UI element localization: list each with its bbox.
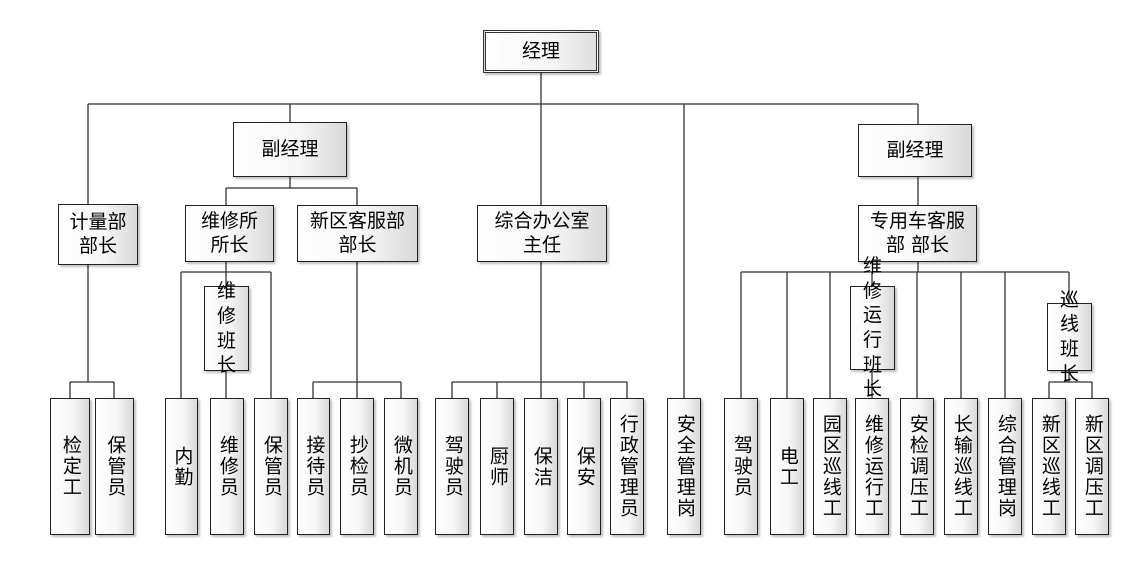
node-label: 保洁 — [530, 445, 553, 488]
node-label: 综合管理岗 — [994, 414, 1017, 519]
node-label: 检定工 — [59, 435, 82, 498]
node-label: 电工 — [776, 445, 799, 488]
node-safety-management-post: 安全管理岗 — [667, 398, 701, 535]
node-staff-inspector: 检定工 — [50, 398, 90, 535]
node-label: 长输巡线工 — [950, 414, 973, 519]
node-label: 维修运行班长 — [862, 254, 882, 401]
node-label: 副经理 — [261, 137, 319, 160]
node-label: 接待员 — [303, 435, 326, 498]
node-label: 驾驶员 — [441, 435, 464, 498]
node-label: 副经理 — [886, 138, 944, 161]
node-team-leader-line-patrol: 巡线班长 — [1047, 289, 1092, 385]
node-staff-repairman: 维修员 — [210, 398, 244, 535]
node-staff-receptionist: 接待员 — [297, 398, 330, 535]
node-deputy-left: 副经理 — [233, 122, 347, 177]
node-dept-metering: 计量部 部长 — [58, 204, 138, 265]
node-label: 综合办公室 主任 — [494, 209, 590, 256]
node-deputy-right: 副经理 — [858, 124, 972, 177]
node-staff-maintenance-operator: 维修运行工 — [855, 398, 889, 535]
node-staff-computer-operator: 微机员 — [384, 398, 418, 535]
node-dept-repair: 维修所 所长 — [185, 205, 274, 262]
node-staff-long-distance-line-patroller: 长输巡线工 — [944, 398, 978, 535]
node-staff-cleaner: 保洁 — [524, 398, 558, 535]
node-staff-new-district-line-patroller: 新区巡线工 — [1032, 398, 1066, 535]
node-dept-special-vehicle-service: 专用车客服 部 部长 — [858, 205, 977, 262]
node-team-leader-repair: 维修班长 — [204, 280, 249, 376]
node-label: 保安 — [573, 445, 596, 488]
node-staff-park-line-patroller: 园区巡线工 — [813, 398, 847, 535]
node-label: 驾驶员 — [730, 435, 753, 498]
node-staff-new-district-pressure-regulator: 新区调压工 — [1075, 398, 1109, 535]
node-label: 新区调压工 — [1081, 414, 1104, 519]
node-label: 行政管理员 — [616, 414, 639, 519]
node-label: 安全管理岗 — [673, 414, 696, 519]
node-label: 维修运行工 — [861, 414, 884, 519]
node-staff-driver: 驾驶员 — [724, 398, 758, 535]
node-label: 维修班长 — [216, 280, 236, 377]
node-staff-electrician: 电工 — [770, 398, 804, 535]
node-label: 保管员 — [104, 435, 127, 498]
node-staff-custodian: 保管员 — [254, 398, 288, 535]
node-label: 经理 — [521, 39, 560, 62]
node-staff-cook: 厨师 — [480, 398, 514, 535]
node-staff-meter-reader: 抄检员 — [340, 398, 374, 535]
node-staff-driver: 驾驶员 — [435, 398, 469, 535]
node-label: 巡线班长 — [1059, 288, 1079, 385]
node-dept-office: 综合办公室 主任 — [477, 205, 607, 262]
node-label: 园区巡线工 — [819, 414, 842, 519]
node-label: 新区巡线工 — [1038, 414, 1061, 519]
node-label: 微机员 — [390, 435, 413, 498]
node-dept-new-district-service: 新区客服部 部长 — [297, 205, 418, 262]
node-label: 专用车客服 部 部长 — [869, 209, 965, 256]
node-label: 维修员 — [216, 435, 239, 498]
node-staff-security-guard: 保安 — [567, 398, 601, 535]
node-staff-custodian: 保管员 — [95, 398, 134, 535]
node-label: 维修所 所长 — [200, 209, 258, 256]
node-staff-admin: 行政管理员 — [610, 398, 644, 535]
node-label: 厨师 — [486, 445, 509, 488]
node-label: 安检调压工 — [906, 414, 929, 519]
node-staff-safety-pressure-regulator: 安检调压工 — [900, 398, 934, 535]
node-label: 抄检员 — [346, 435, 369, 498]
node-label: 保管员 — [260, 435, 283, 498]
node-team-leader-maintenance-operation: 维修运行班长 — [850, 255, 895, 400]
node-staff-clerk: 内勤 — [165, 398, 198, 535]
node-label: 计量部 部长 — [69, 210, 127, 257]
node-staff-general-management-post: 综合管理岗 — [988, 398, 1022, 535]
node-manager: 经理 — [483, 30, 599, 73]
node-label: 新区客服部 部长 — [309, 209, 405, 256]
node-label: 内勤 — [171, 445, 194, 488]
